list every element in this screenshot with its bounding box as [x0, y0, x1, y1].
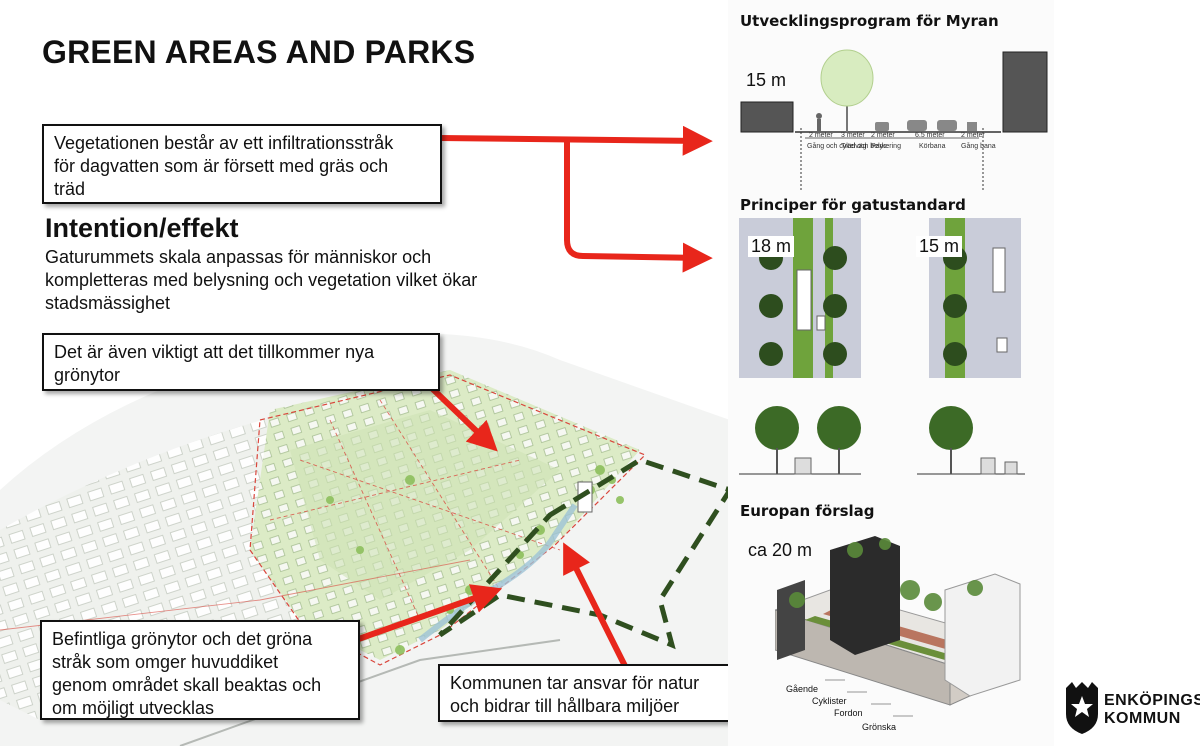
- logo-text-line1: ENKÖPINGS: [1104, 692, 1200, 709]
- arrow-to-principles: [564, 141, 713, 273]
- arrow-to-nature: [563, 542, 630, 672]
- myran-lane-label: Körbana: [919, 143, 946, 150]
- principles-panel-title: Principer för gatustandard: [740, 196, 966, 214]
- myran-width-label: 15 m: [746, 70, 787, 90]
- intention-heading: Intention/effekt: [45, 213, 239, 243]
- europan-street-illustration: [775, 536, 1021, 717]
- principles-street-plans: [739, 218, 1025, 475]
- europan-legend: Gående Cyklister Fordon Grönska: [786, 684, 966, 740]
- municipality-responsibility-box: Kommunen tar ansvar för natur och bidrar…: [438, 664, 738, 722]
- europan-panel-title: Europan förslag: [740, 502, 875, 520]
- myran-section-label: 2 meter: [871, 132, 895, 139]
- legend-item-vehicles: Fordon: [834, 708, 863, 718]
- myran-street-section: 2 meter 3 meter 2 meter 6.5 meter 2 mete…: [740, 49, 1048, 190]
- europan-width-label: ca 20 m: [748, 540, 813, 560]
- myran-lane-label: Träd och belys.: [841, 143, 889, 150]
- enkoping-logo: ENKÖPINGS KOMMUN: [1062, 680, 1200, 738]
- new-green-areas-box: Det är även viktigt att det tillkommer n…: [42, 333, 440, 391]
- myran-lane-label: Gång bana: [961, 142, 996, 150]
- intention-text: Gaturummets skala anpassas för människor…: [45, 247, 478, 313]
- myran-lane-label: Gång och cykelväg: [807, 142, 867, 150]
- page-title: GREEN AREAS AND PARKS: [42, 34, 476, 70]
- existing-green-areas-box: Befintliga grönytor och det gröna stråk …: [40, 620, 360, 720]
- logo-text-line2: KOMMUN: [1104, 710, 1181, 727]
- myran-section-label: 2 meter: [961, 132, 985, 139]
- myran-lane-label: Parkering: [871, 143, 901, 150]
- arrow-to-myran: [439, 125, 713, 156]
- principles-width-left: 18 m: [748, 236, 795, 257]
- myran-section-label: 3 meter: [841, 132, 865, 139]
- myran-panel-title: Utvecklingsprogram för Myran: [740, 12, 999, 30]
- arrow-to-existing: [349, 584, 503, 645]
- principles-width-right: 15 m: [916, 236, 963, 257]
- myran-section-label: 2 meter: [809, 132, 833, 139]
- myran-section-label: 6.5 meter: [915, 132, 945, 139]
- municipal-crest-icon: [1066, 682, 1098, 734]
- legend-item-pedestrians: Gående: [786, 684, 819, 694]
- vegetation-info-box: Vegetationen består av ett infiltrations…: [42, 124, 442, 204]
- legend-item-greenery: Grönska: [862, 722, 897, 732]
- legend-item-cyclists: Cyklister: [812, 696, 847, 706]
